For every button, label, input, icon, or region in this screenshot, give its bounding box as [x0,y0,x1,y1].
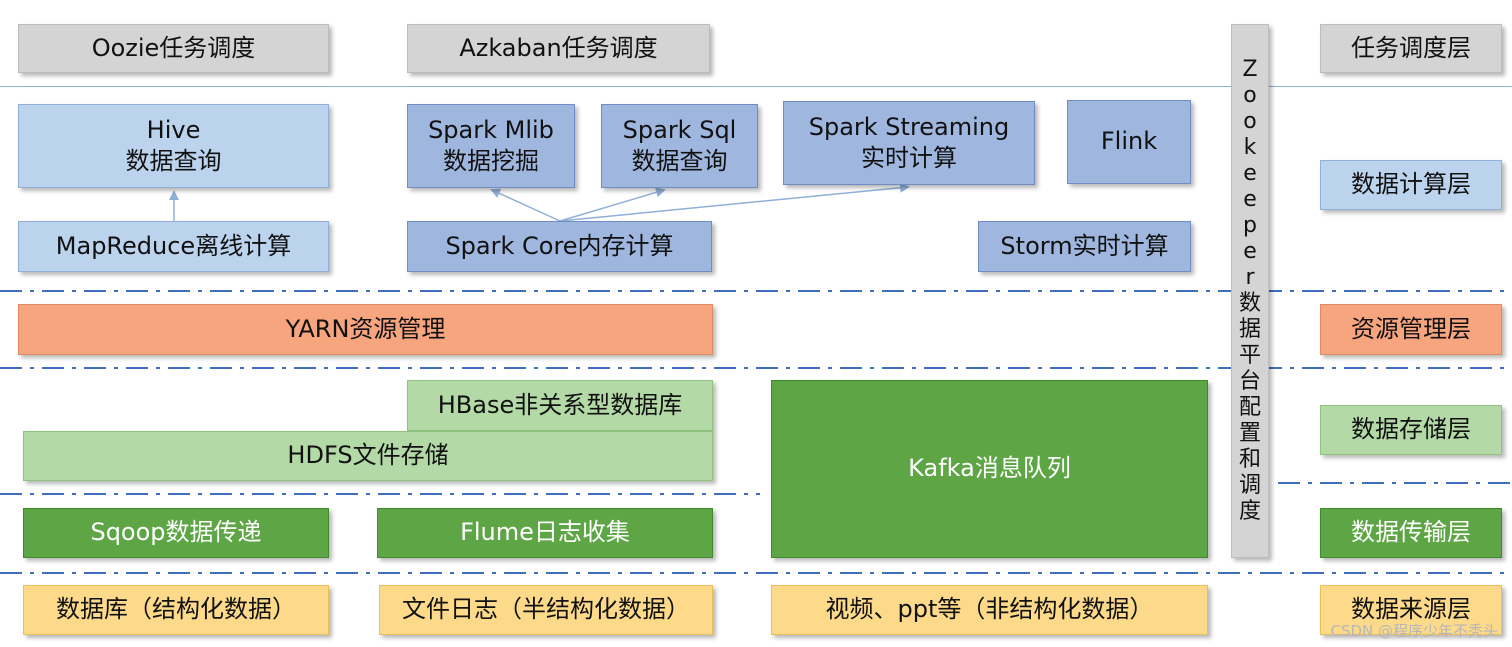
spark-sql-desc: 数据查询 [631,147,728,175]
mapreduce-box: MapReduce离线计算 [18,221,329,272]
zk-char: 据 [1238,316,1261,342]
zk-char: e [1243,161,1257,187]
zk-char: e [1243,187,1257,213]
layer-compute-box: 数据计算层 [1320,160,1502,210]
zk-char: o [1243,109,1257,135]
source-logs-box: 文件日志（半结构化数据） [379,585,713,635]
spark-sql-title: Spark Sql [622,115,737,144]
spark-sql-box: Spark Sql 数据查询 [601,104,758,188]
divider-line-resource [0,367,1512,369]
divider-line-transport [0,572,1512,574]
zk-char: e [1243,239,1257,265]
layer-compute-label: 数据计算层 [1351,170,1471,199]
spark-streaming-title: Spark Streaming [808,112,1010,141]
oozie-box: Oozie任务调度 [18,24,329,73]
spark-core-box: Spark Core内存计算 [407,221,712,272]
zk-char: 度 [1238,498,1261,524]
yarn-label: YARN资源管理 [285,314,446,343]
layer-scheduling-box: 任务调度层 [1320,24,1502,73]
storm-box: Storm实时计算 [978,221,1191,272]
layer-transport-box: 数据传输层 [1320,508,1502,558]
zk-char: 台 [1238,368,1261,394]
layer-storage-box: 数据存储层 [1320,405,1502,455]
spark-core-label: Spark Core内存计算 [445,231,674,260]
source-database-label: 数据库（结构化数据） [56,595,296,624]
layer-resource-box: 资源管理层 [1320,304,1502,355]
storm-label: Storm实时计算 [1000,231,1169,260]
hive-box: Hive 数据查询 [18,104,329,188]
zk-char: o [1243,83,1257,109]
sqoop-label: Sqoop数据传递 [90,518,262,547]
flume-box: Flume日志收集 [377,508,713,558]
zk-char: 置 [1238,420,1261,446]
divider-line-top [0,86,1512,87]
source-media-label: 视频、ppt等（非结构化数据） [825,595,1154,624]
watermark: CSDN @程序少年不秃头 [1330,622,1498,640]
layer-source-label: 数据来源层 [1351,595,1471,624]
spark-streaming-desc: 实时计算 [861,144,957,172]
mapreduce-label: MapReduce离线计算 [55,231,292,260]
hbase-box: HBase非关系型数据库 [407,380,713,431]
layer-resource-label: 资源管理层 [1351,314,1471,343]
zk-char: 配 [1238,394,1261,420]
hbase-label: HBase非关系型数据库 [437,390,683,419]
spark-mlib-box: Spark Mlib 数据挖掘 [407,104,575,188]
layer-scheduling-label: 任务调度层 [1351,33,1471,62]
source-logs-label: 文件日志（半结构化数据） [402,595,690,624]
zk-char: 平 [1238,342,1261,368]
hdfs-label: HDFS文件存储 [287,441,449,470]
zk-char: 数 [1238,291,1261,316]
yarn-box: YARN资源管理 [18,304,713,355]
zk-char: p [1243,213,1257,239]
sqoop-box: Sqoop数据传递 [23,508,329,558]
spark-streaming-box: Spark Streaming 实时计算 [783,101,1035,185]
hdfs-box: HDFS文件存储 [23,431,713,481]
arrow-core-to-sql [559,187,666,222]
zk-char: 调 [1238,472,1261,498]
hive-title: Hive [146,115,201,144]
divider-line-storage-left [0,493,760,495]
arrow-core-to-streaming [559,182,910,222]
zk-char: k [1243,135,1257,161]
zk-char: r [1245,265,1255,291]
flink-label: Flink [1100,127,1158,156]
zookeeper-box: Z o o k e e p e r 数 据 平 台 配 置 和 调 度 [1231,24,1269,558]
zk-char: Z [1242,57,1258,83]
azkaban-box: Azkaban任务调度 [407,24,710,73]
source-database-box: 数据库（结构化数据） [23,585,329,635]
divider-line-storage-right [1278,482,1512,484]
azkaban-label: Azkaban任务调度 [459,33,658,62]
layer-source-box: 数据来源层 [1320,585,1502,635]
source-media-box: 视频、ppt等（非结构化数据） [771,585,1208,635]
arrow-core-to-mlib [490,188,561,222]
layer-storage-label: 数据存储层 [1351,415,1471,444]
flink-box: Flink [1067,100,1191,184]
spark-mlib-title: Spark Mlib [428,115,554,144]
spark-mlib-desc: 数据挖掘 [443,147,539,175]
divider-line-compute [0,290,1512,292]
oozie-label: Oozie任务调度 [91,33,256,62]
zk-char: 和 [1238,446,1261,472]
kafka-box: Kafka消息队列 [771,380,1208,558]
flume-label: Flume日志收集 [460,518,630,547]
kafka-label: Kafka消息队列 [908,454,1071,483]
layer-transport-label: 数据传输层 [1351,518,1471,547]
hive-desc: 数据查询 [125,147,222,175]
